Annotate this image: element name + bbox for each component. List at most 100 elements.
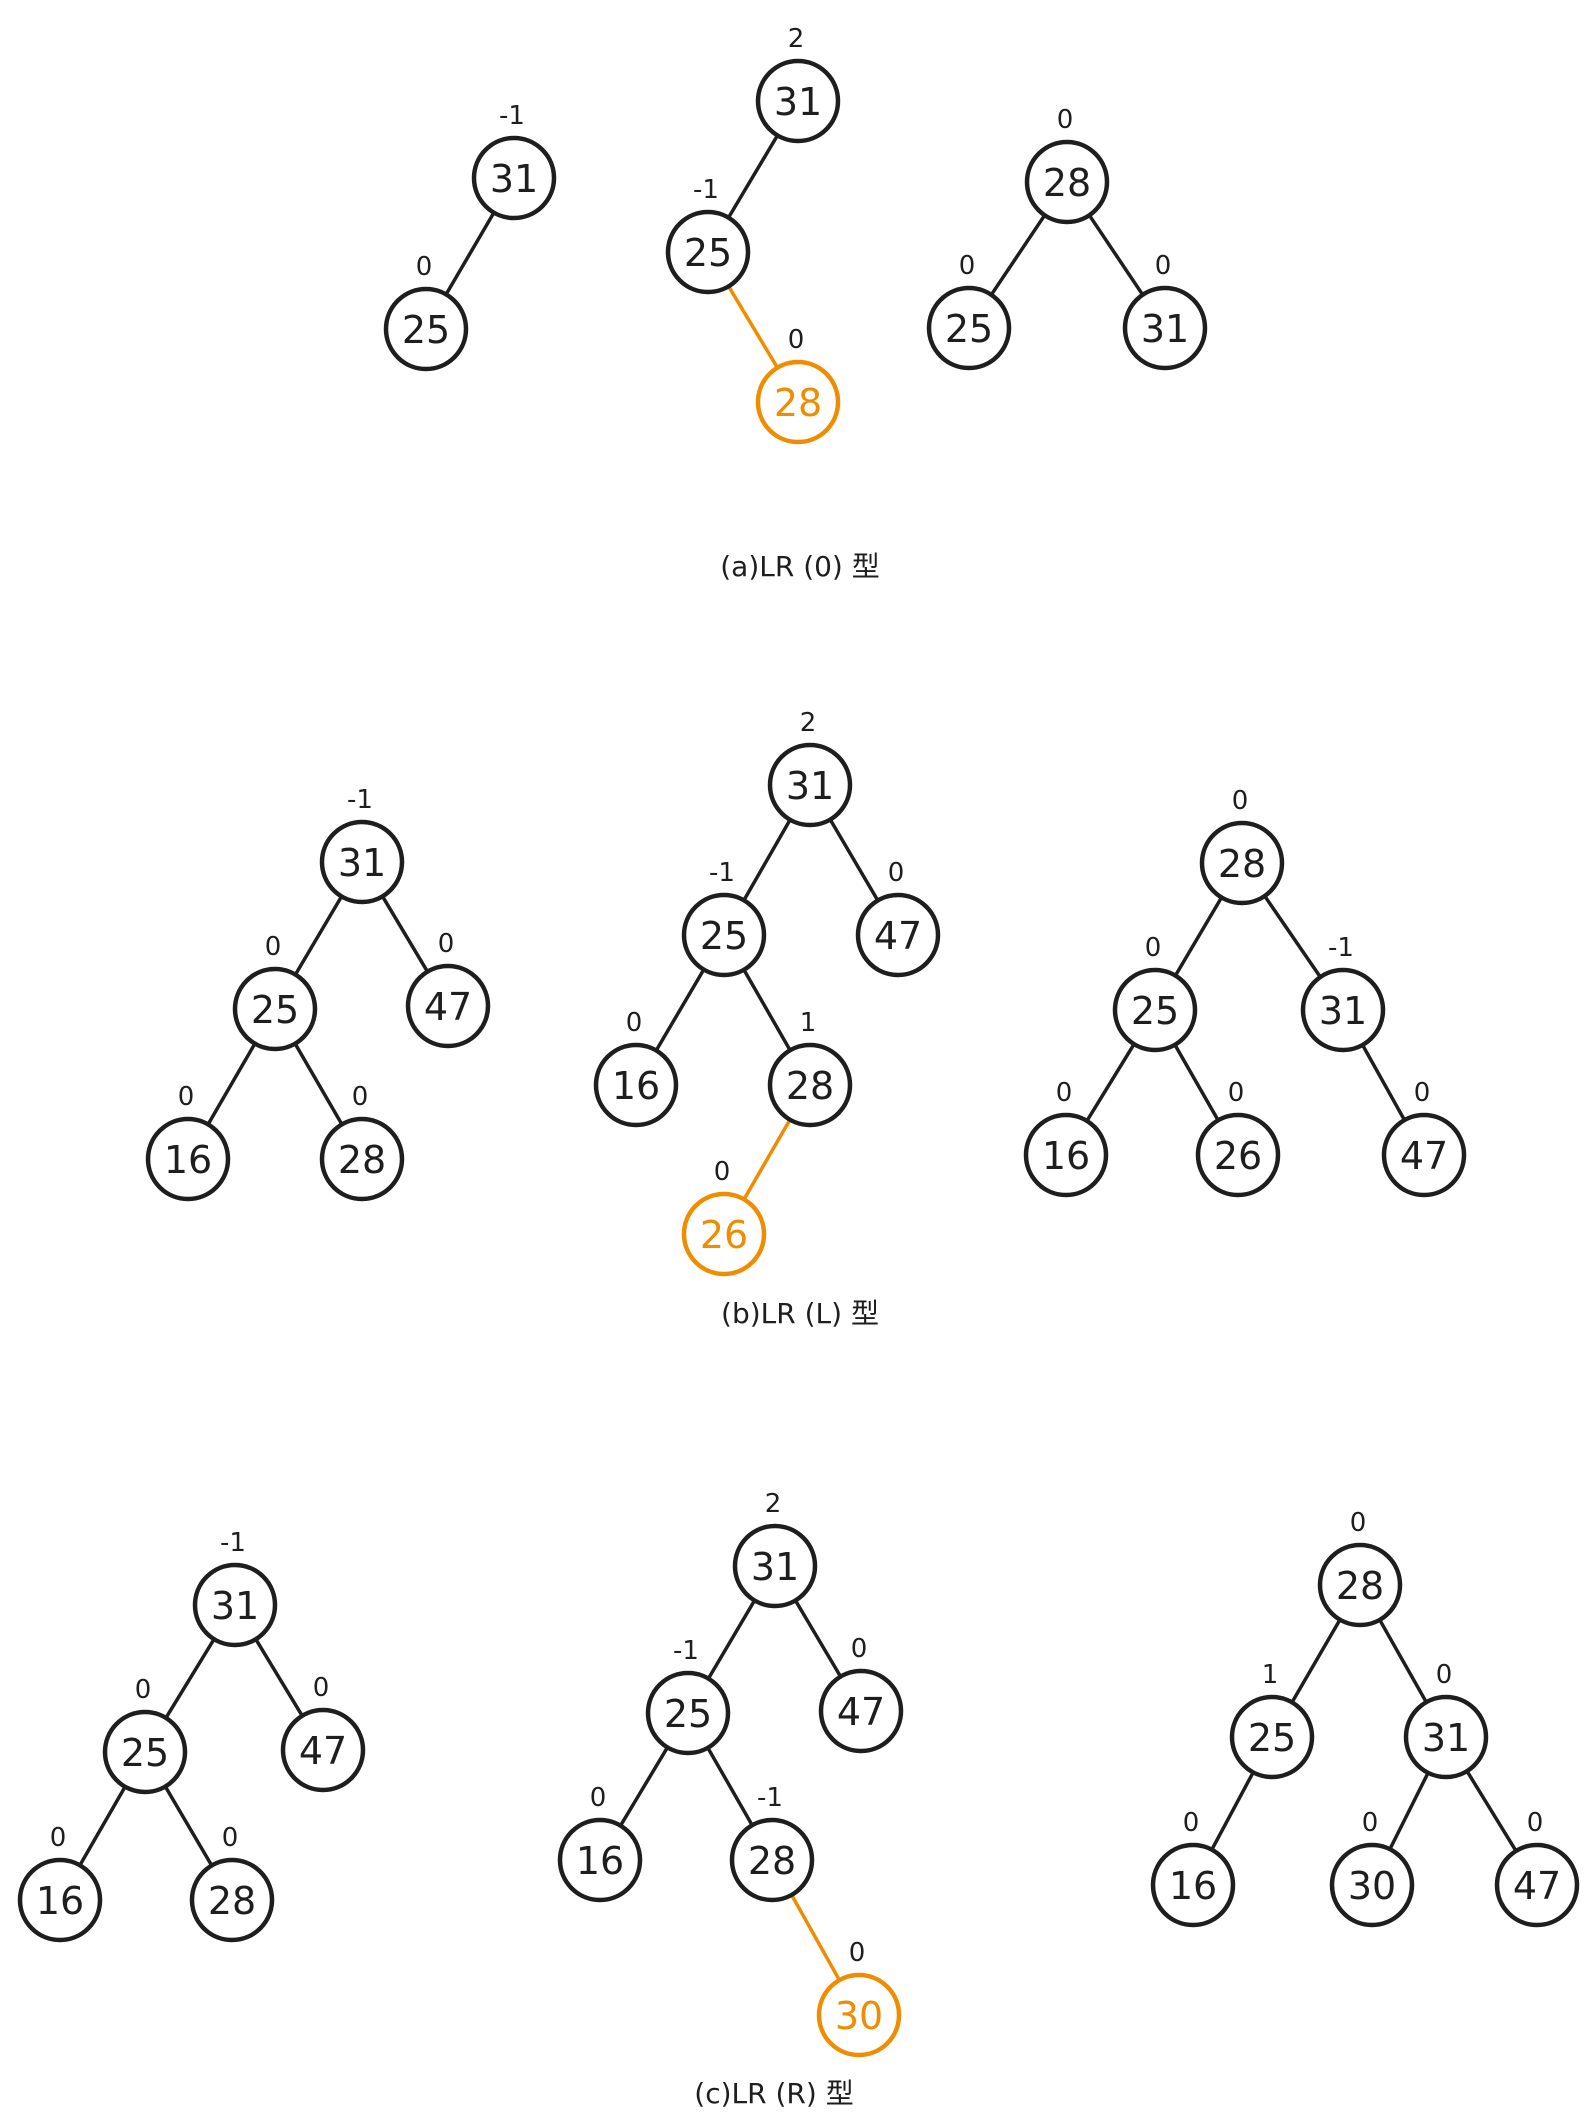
edge-25-28 (293, 1041, 344, 1127)
node-value: 26 (700, 1213, 748, 1257)
node-value: 31 (211, 1584, 259, 1628)
node-value: 31 (751, 1545, 799, 1589)
node-circle (319, 819, 405, 905)
tree-node-47: 470 (1494, 1808, 1580, 1928)
balance-factor: 0 (1527, 1808, 1544, 1838)
tree-node-25: 25 0 (1112, 933, 1198, 1053)
edge-25-16 (618, 1745, 670, 1828)
balance-factor: -1 (757, 1783, 783, 1813)
edge-31-47 (828, 817, 880, 903)
balance-factor: 0 (1183, 1808, 1200, 1838)
node-value: 28 (208, 1879, 256, 1923)
node-value: 31 (338, 841, 386, 885)
balance-factor: -1 (693, 175, 719, 205)
caption-a: (a)LR (0) 型 (720, 550, 880, 583)
balance-factor: 0 (416, 252, 433, 282)
edge-28-31 (1377, 1618, 1429, 1704)
edge-31-30 (1388, 1771, 1430, 1851)
node-value: 25 (402, 308, 450, 352)
edge-25-28 (163, 1784, 214, 1868)
node-value: 30 (1348, 1864, 1396, 1908)
node-circle (1112, 967, 1198, 1053)
node-value: 25 (1131, 989, 1179, 1033)
node-circle (767, 1042, 853, 1128)
node-value: 16 (164, 1138, 212, 1182)
node-value: 16 (612, 1064, 660, 1108)
balance-factor: 0 (714, 1157, 731, 1187)
balance-factor: 1 (800, 1008, 817, 1038)
node-circle (1122, 285, 1208, 371)
tree-node-25: 251 (1229, 1660, 1315, 1780)
tree-node-30: 300 (1329, 1808, 1415, 1928)
node-value: 25 (664, 1692, 712, 1736)
edge-31-47 (793, 1598, 843, 1679)
node-value: 28 (786, 1064, 834, 1108)
edge-28-26 (742, 1117, 792, 1202)
tree-node-25: 250 (102, 1675, 188, 1795)
node-circle (818, 1668, 904, 1754)
node-circle (1329, 1842, 1415, 1928)
balance-factor: 0 (1145, 933, 1162, 963)
edge-31-25 (726, 133, 780, 220)
edge-31-25 (706, 1598, 757, 1681)
node-circle (645, 1670, 731, 1756)
balance-factor: 2 (800, 708, 817, 738)
node-circle (1403, 1694, 1489, 1780)
node-value: 47 (1400, 1134, 1448, 1178)
balance-factor: -1 (220, 1528, 246, 1558)
section-b: 31-125047016028031225-147016028126028025… (145, 708, 1467, 1277)
edge-25-28 (706, 1745, 754, 1828)
tree-node-31: 312 (732, 1489, 818, 1609)
node-circle (280, 1707, 366, 1793)
node-value: 28 (1218, 842, 1266, 886)
tree-node-31: 312 (755, 24, 841, 144)
node-circle (681, 892, 767, 978)
edge-25-16 (654, 967, 706, 1053)
balance-factor: 0 (178, 1082, 195, 1112)
edge-31-25 (293, 894, 344, 977)
balance-factor: 0 (222, 1823, 239, 1853)
caption-b: (b)LR (L) 型 (721, 1297, 879, 1330)
tree-node-25: 25 -1 (645, 1636, 731, 1756)
node-circle (189, 1857, 275, 1943)
balance-factor: 0 (438, 929, 455, 959)
node-value: 25 (700, 914, 748, 958)
tree-node-31: 31 -1 (192, 1528, 278, 1648)
node-value: 25 (684, 231, 732, 275)
tree-node-26: 260 (1195, 1078, 1281, 1198)
tree-node-16: 160 (17, 1823, 103, 1943)
node-value: 47 (837, 1690, 885, 1734)
tree-node-16: 16 0 (1150, 1808, 1236, 1928)
edge-25-16 (78, 1784, 127, 1868)
node-value: 31 (786, 764, 834, 808)
node-circle (732, 1523, 818, 1609)
edge-28-31 (1087, 213, 1145, 297)
edge-31-47 (1360, 1043, 1407, 1122)
node-value: 28 (774, 381, 822, 425)
edge-31-25 (164, 1637, 216, 1720)
node-value: 16 (1169, 1864, 1217, 1908)
tree-node-28: 280 (319, 1082, 405, 1202)
node-circle (816, 1972, 902, 2058)
balance-factor: 0 (1436, 1660, 1453, 1690)
balance-factor: 1 (1262, 1660, 1279, 1690)
node-circle (17, 1857, 103, 1943)
node-circle (319, 1116, 405, 1202)
node-circle (593, 1042, 679, 1128)
tree-node-31: 310 (1122, 251, 1208, 371)
edge-25-16 (1085, 1042, 1136, 1123)
tree-node-26: 26 0 (681, 1157, 767, 1277)
tree-node-16: 160 (1023, 1078, 1109, 1198)
balance-factor: -1 (673, 1636, 699, 1666)
balance-factor: 0 (1414, 1078, 1431, 1108)
edge-31-25 (742, 817, 792, 903)
edge-31-47 (380, 894, 430, 974)
tree-node-31: 31 2 (767, 708, 853, 828)
